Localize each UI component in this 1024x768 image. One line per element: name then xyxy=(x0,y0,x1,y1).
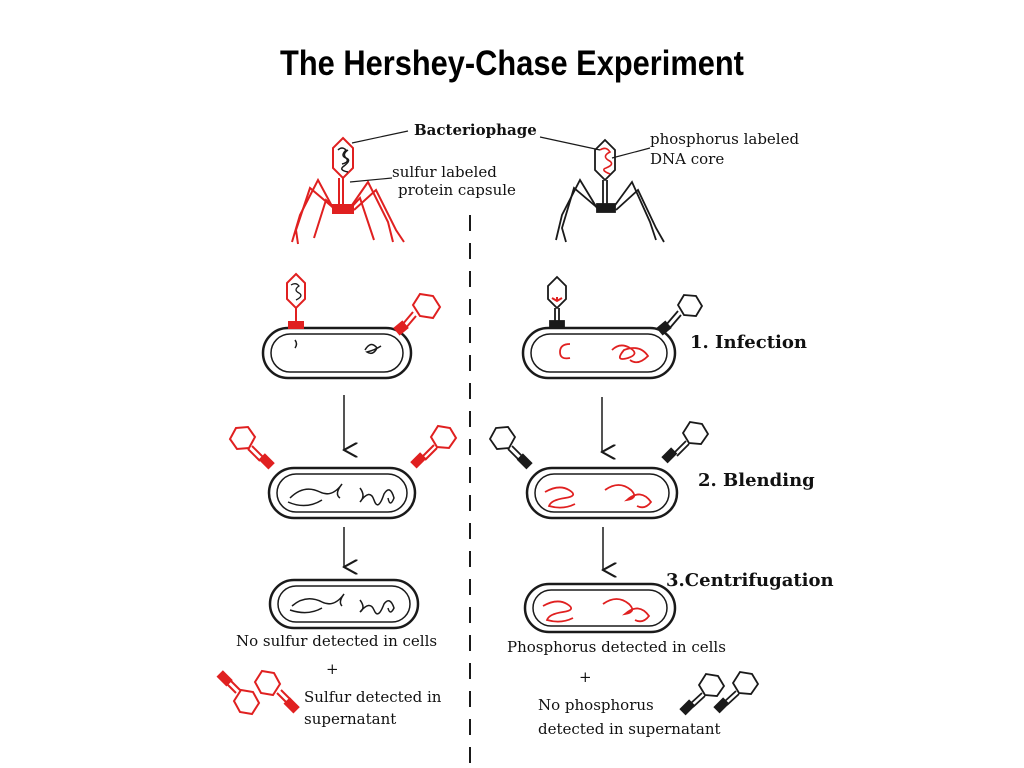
left-blending-phage-1 xyxy=(228,425,275,470)
large-phage-phosphorus-dna xyxy=(599,147,613,175)
left-supernatant-phage-2 xyxy=(253,669,300,714)
right-supernatant-phage-2 xyxy=(713,671,760,714)
right-infection-phage-top-dna xyxy=(551,297,563,303)
right-blending-phage-2 xyxy=(661,421,710,464)
left-result-cells: No sulfur detected in cells xyxy=(236,632,438,650)
left-blending-phage-2 xyxy=(410,424,458,469)
step-infection: 1. Infection xyxy=(690,332,807,353)
right-blending-cell xyxy=(525,466,679,520)
page-title: The Hershey-Chase Experiment xyxy=(280,44,744,83)
right-infection-phage-side xyxy=(656,294,704,336)
leader-phosphorus xyxy=(611,147,651,159)
label-bacteriophage: Bacteriophage xyxy=(414,121,537,139)
left-result-supernatant-line2: supernatant xyxy=(304,710,397,728)
left-infection-cell xyxy=(261,326,413,380)
left-infection-phage-top-dna xyxy=(290,283,302,301)
right-centrifugation-cell xyxy=(523,582,677,634)
left-centrifugation-cell xyxy=(268,578,420,630)
left-infection-phage-top xyxy=(286,272,306,329)
left-blending-cell xyxy=(267,466,417,520)
right-result-cells: Phosphorus detected in cells xyxy=(507,638,726,656)
left-supernatant-phage-1 xyxy=(216,670,261,716)
label-phosphorus-line1: phosphorus labeled xyxy=(650,130,800,148)
right-infection-dna xyxy=(559,343,650,364)
leader-bacteriophage-left xyxy=(351,130,409,144)
label-sulfur-line1: sulfur labeled xyxy=(392,163,497,181)
step-centrifugation: 3.Centrifugation xyxy=(666,570,834,591)
label-sulfur-line2: protein capsule xyxy=(398,181,516,199)
large-phage-sulfur xyxy=(291,136,405,245)
left-result-plus: + xyxy=(326,660,339,678)
right-result-supernatant-line1: No phosphorus xyxy=(538,696,654,714)
right-result-plus: + xyxy=(579,668,592,686)
right-infection-phage-top xyxy=(547,275,567,328)
left-result-supernatant-line1: Sulfur detected in xyxy=(304,688,442,706)
right-centrifugation-dna xyxy=(542,598,651,623)
leader-bacteriophage-right xyxy=(539,136,601,151)
leader-sulfur xyxy=(349,177,393,183)
right-supernatant-phage-1 xyxy=(679,673,726,716)
step-blending: 2. Blending xyxy=(698,470,815,491)
right-result-supernatant-line2: detected in supernatant xyxy=(538,720,721,738)
label-phosphorus-line2: DNA core xyxy=(650,150,725,168)
right-infection-cell xyxy=(521,326,677,380)
right-blending-phage-1 xyxy=(488,426,533,470)
large-phage-sulfur-dna xyxy=(337,147,350,173)
left-infection-phage-side xyxy=(393,292,442,336)
right-blending-dna xyxy=(544,484,653,509)
large-phage-phosphorus xyxy=(555,138,665,243)
